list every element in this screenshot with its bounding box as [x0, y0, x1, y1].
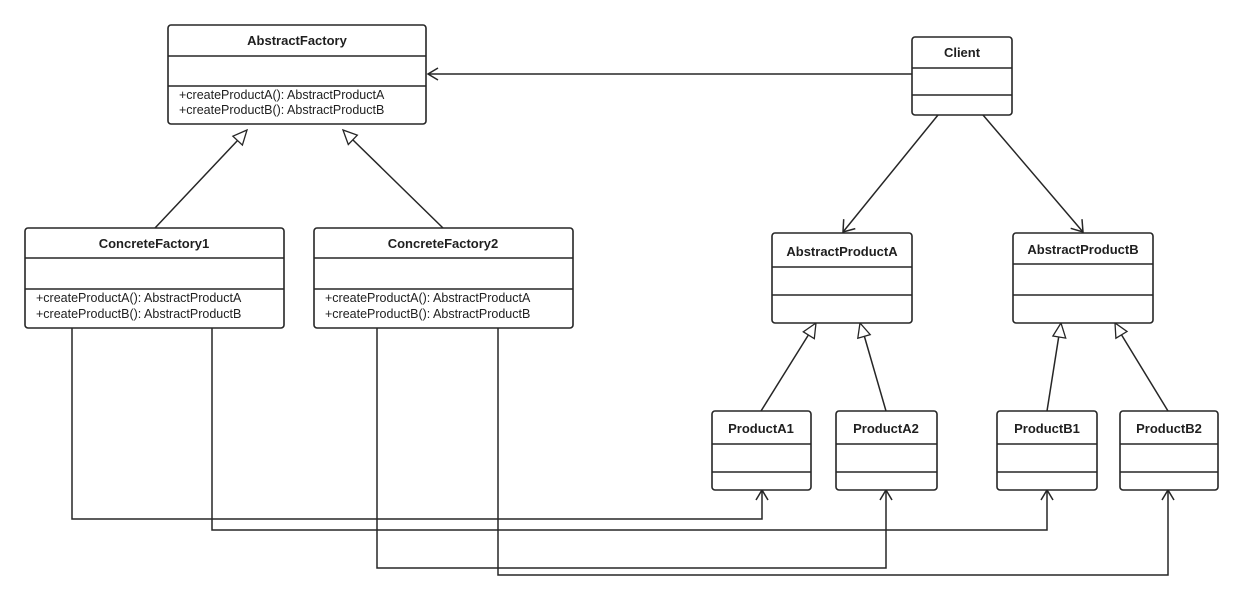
edge-client-abstractproductb	[982, 114, 1084, 234]
class-name: ProductB2	[1136, 421, 1202, 436]
class-name: AbstractFactory	[247, 33, 347, 48]
class-name: ProductA1	[728, 421, 794, 436]
edge-concretefactory1-producta1	[71, 328, 769, 520]
edge-producta2-abstractproducta	[857, 321, 887, 412]
method-create-product-a: +createProductA(): AbstractProductA	[325, 291, 531, 305]
class-producta2[interactable]: ProductA2	[835, 410, 938, 491]
method-create-product-a: +createProductA(): AbstractProductA	[179, 88, 385, 102]
class-name: ProductA2	[853, 421, 919, 436]
class-abstractproductb[interactable]: AbstractProductB	[1012, 232, 1154, 324]
edge-productb2-abstractproductb	[1114, 321, 1169, 412]
edge-concretefactory2-producta2	[376, 328, 893, 569]
class-productb2[interactable]: ProductB2	[1119, 410, 1219, 491]
edge-producta1-abstractproducta	[760, 321, 817, 412]
class-name: ProductB1	[1014, 421, 1080, 436]
class-name: ConcreteFactory2	[388, 236, 499, 251]
edge-concretefactory2-abstractfactory	[341, 128, 444, 229]
edge-client-abstractfactory	[426, 67, 912, 81]
class-abstractfactory[interactable]: AbstractFactory +createProductA(): Abstr…	[167, 24, 427, 125]
method-create-product-b: +createProductB(): AbstractProductB	[325, 307, 530, 321]
class-name: Client	[944, 45, 981, 60]
class-name: ConcreteFactory1	[99, 236, 210, 251]
method-create-product-b: +createProductB(): AbstractProductB	[179, 103, 384, 117]
class-name: AbstractProductA	[786, 244, 898, 259]
class-productb1[interactable]: ProductB1	[996, 410, 1098, 491]
edge-client-abstractproducta	[842, 114, 939, 234]
class-concretefactory1[interactable]: ConcreteFactory1 +createProductA(): Abst…	[24, 227, 285, 329]
class-concretefactory2[interactable]: ConcreteFactory2 +createProductA(): Abst…	[313, 227, 574, 329]
edge-productb1-abstractproductb	[1046, 321, 1067, 412]
method-create-product-b: +createProductB(): AbstractProductB	[36, 307, 241, 321]
class-client[interactable]: Client	[911, 36, 1013, 116]
method-create-product-a: +createProductA(): AbstractProductA	[36, 291, 242, 305]
class-name: AbstractProductB	[1027, 242, 1138, 257]
class-abstractproducta[interactable]: AbstractProductA	[771, 232, 913, 324]
class-producta1[interactable]: ProductA1	[711, 410, 812, 491]
edge-concretefactory1-abstractfactory	[154, 128, 249, 229]
